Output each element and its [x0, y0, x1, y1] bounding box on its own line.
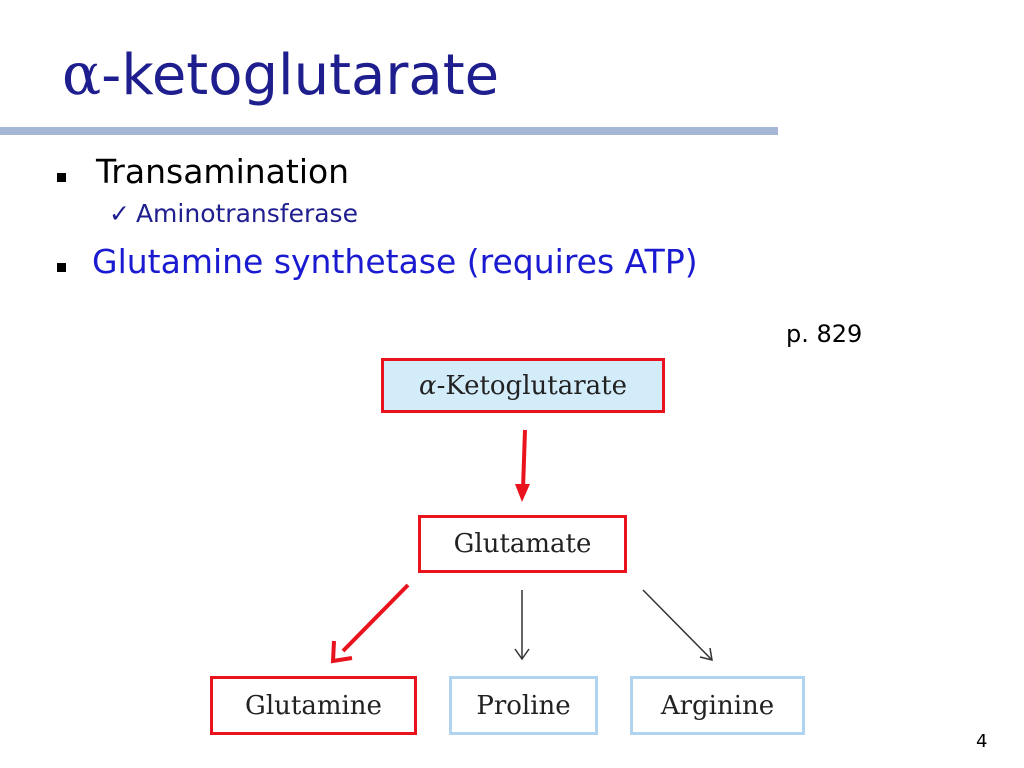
arrow-akg-to-glutamate	[515, 429, 530, 502]
sub-bullet-aminotransferase: ✓Aminotransferase	[109, 199, 358, 228]
arrow-glutamate-to-proline	[514, 590, 530, 661]
page-reference: p. 829	[786, 320, 863, 348]
node-arginine: Arginine	[630, 676, 805, 735]
title-text: -ketoglutarate	[101, 43, 500, 108]
slide-title: α-ketoglutarate	[62, 40, 499, 110]
slide-number: 4	[976, 731, 988, 752]
node-label: -Ketoglutarate	[436, 370, 627, 401]
bullet-glutamine-synthetase: Glutamine synthetase (requires ATP)	[92, 242, 698, 281]
node-glutamate: Glutamate	[418, 515, 627, 573]
bullet-square-icon	[57, 173, 66, 182]
arrow-glutamate-to-arginine	[642, 589, 713, 662]
node-alpha-ketoglutarate: α-Ketoglutarate	[381, 358, 665, 413]
arrow-glutamate-to-glutamine	[330, 583, 410, 664]
title-underline	[0, 127, 778, 135]
checkmark-icon: ✓	[109, 199, 130, 228]
bullet-transamination: Transamination	[96, 152, 350, 191]
bullet-square-icon	[57, 263, 66, 272]
node-alpha-symbol: α	[419, 370, 437, 401]
node-proline: Proline	[449, 676, 598, 735]
sub-bullet-label: Aminotransferase	[135, 199, 358, 228]
node-glutamine: Glutamine	[210, 676, 417, 735]
title-alpha-symbol: α	[62, 40, 102, 108]
